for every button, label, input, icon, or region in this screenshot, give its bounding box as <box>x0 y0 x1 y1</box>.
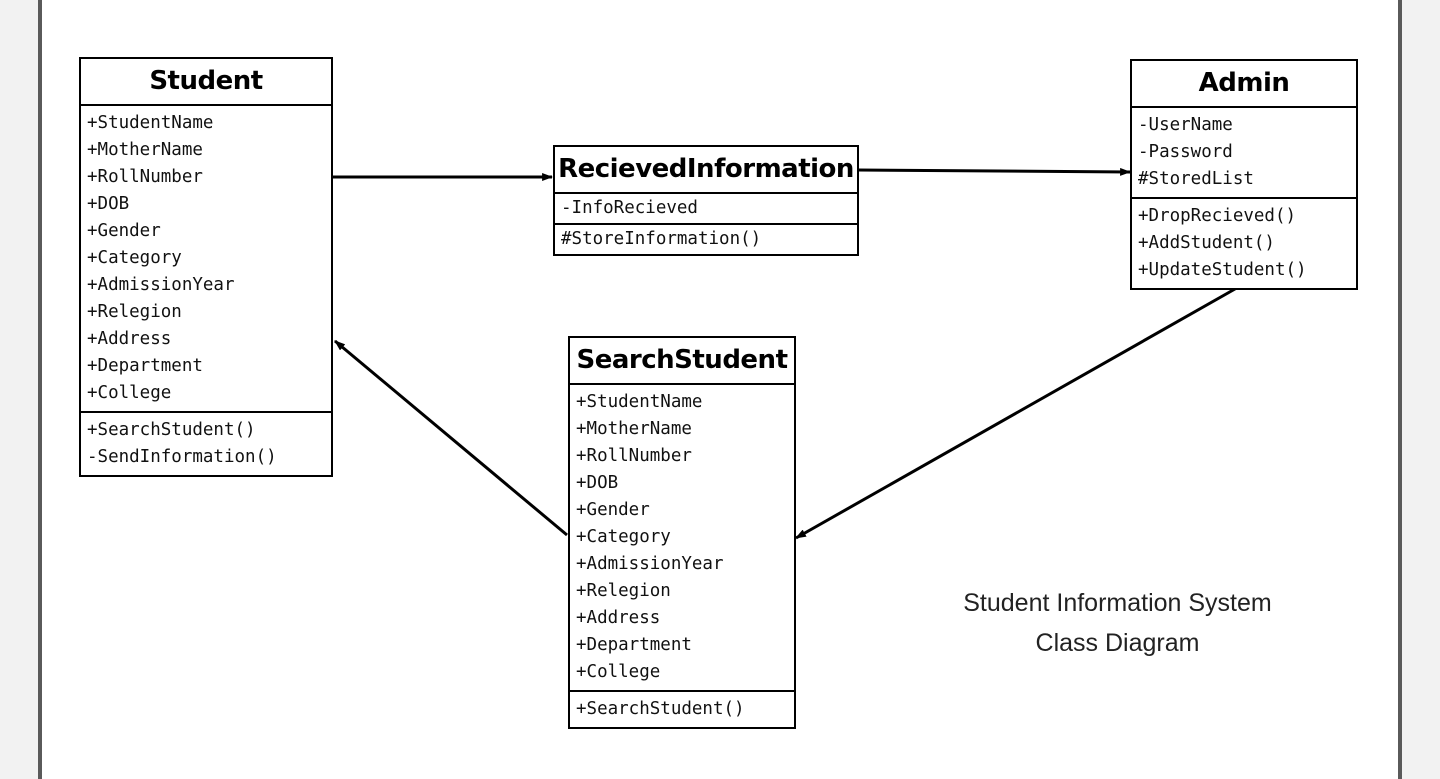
method: -SendInformation() <box>87 447 277 467</box>
attribute: +DOB <box>576 473 619 493</box>
attribute-list: +StudentName +MotherName +RollNumber +DO… <box>81 106 331 411</box>
attribute: +AdmissionYear <box>576 554 724 574</box>
class-admin: Admin -UserName -Password #StoredList +D… <box>1130 59 1358 290</box>
method: +SearchStudent() <box>87 420 256 440</box>
attribute: +College <box>87 383 172 403</box>
attribute: +College <box>576 662 661 682</box>
attribute: +Address <box>576 608 661 628</box>
class-name: SearchStudent <box>570 338 794 385</box>
attribute: +DOB <box>87 194 130 214</box>
attribute: -InfoRecieved <box>561 198 698 218</box>
method-list: +DropRecieved() +AddStudent() +UpdateStu… <box>1132 197 1356 288</box>
class-search-student: SearchStudent +StudentName +MotherName +… <box>568 336 796 729</box>
class-name: RecievedInformation <box>555 147 857 194</box>
method: +UpdateStudent() <box>1138 260 1307 280</box>
attribute: -Password <box>1138 142 1233 162</box>
attribute: +Gender <box>87 221 161 241</box>
diagram-caption: Student Information System Class Diagram <box>925 583 1310 663</box>
attribute: +Relegion <box>576 581 671 601</box>
attribute: +Address <box>87 329 172 349</box>
method-list: #StoreInformation() <box>555 223 857 254</box>
arrow-admin-to-search-student <box>795 283 1243 540</box>
attribute: -UserName <box>1138 115 1233 135</box>
method-list: +SearchStudent() -SendInformation() <box>81 411 331 475</box>
attribute: +MotherName <box>576 419 692 439</box>
class-name: Admin <box>1132 61 1356 108</box>
attribute: +Department <box>576 635 692 655</box>
attribute: +MotherName <box>87 140 203 160</box>
class-recieved-information: RecievedInformation -InfoRecieved #Store… <box>553 145 859 256</box>
class-student: Student +StudentName +MotherName +RollNu… <box>79 57 333 477</box>
attribute: +AdmissionYear <box>87 275 235 295</box>
attribute: +Department <box>87 356 203 376</box>
attribute-list: -InfoRecieved <box>555 194 857 223</box>
method: +DropRecieved() <box>1138 206 1297 226</box>
method-list: +SearchStudent() <box>570 690 794 727</box>
attribute: +RollNumber <box>576 446 692 466</box>
attribute: +Gender <box>576 500 650 520</box>
attribute: +StudentName <box>87 113 214 133</box>
caption-line-1: Student Information System <box>963 589 1272 617</box>
method: +SearchStudent() <box>576 699 745 719</box>
attribute-list: -UserName -Password #StoredList <box>1132 108 1356 197</box>
attribute: +Category <box>87 248 182 268</box>
class-name: Student <box>81 59 331 106</box>
attribute-list: +StudentName +MotherName +RollNumber +DO… <box>570 385 794 690</box>
arrow-search-student-to-student <box>334 339 568 537</box>
attribute: +Category <box>576 527 671 547</box>
method: #StoreInformation() <box>561 229 762 249</box>
attribute: +RollNumber <box>87 167 203 187</box>
attribute: +StudentName <box>576 392 703 412</box>
arrow-recieved-information-to-admin <box>857 167 1132 176</box>
method: +AddStudent() <box>1138 233 1275 253</box>
attribute: #StoredList <box>1138 169 1254 189</box>
attribute: +Relegion <box>87 302 182 322</box>
caption-line-2: Class Diagram <box>1035 629 1200 657</box>
